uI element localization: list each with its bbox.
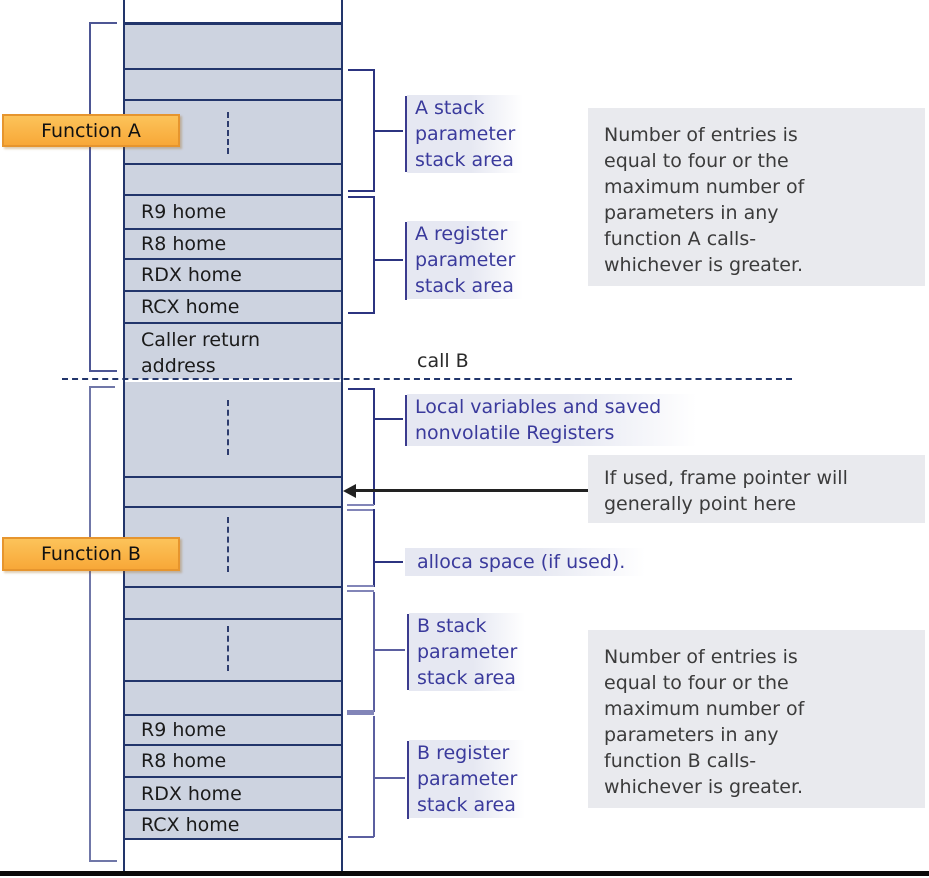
ellipsis-mark — [227, 626, 229, 671]
function-a-bracket — [89, 22, 91, 372]
a-register-bracket — [373, 196, 375, 314]
local-vars-label: Local variables and saved nonvolatile Re… — [407, 394, 697, 446]
frame-pointer-arrow — [352, 489, 588, 492]
b-stack-area-label: B stack parameter stack area — [409, 613, 525, 691]
bracket-break-mark-thick — [347, 710, 374, 715]
stack-cell-rcx-home-a: RCX home — [125, 290, 341, 322]
stack-cell-rdx-home-b: RDX home — [125, 776, 341, 809]
b-register-area-label: B register parameter stack area — [409, 740, 525, 818]
bracket-break-mark — [347, 585, 374, 587]
function-b-bracket — [89, 386, 91, 862]
function-a-bracket-tick — [89, 22, 117, 24]
a-stack-bracket — [373, 69, 375, 192]
stack-cell-local-vars — [125, 382, 341, 476]
function-a-bracket-tick — [89, 370, 117, 372]
stack-cell — [125, 680, 341, 714]
local-vars-bracket-tick — [348, 388, 374, 390]
frame-pointer-note: If used, frame pointer will generally po… — [588, 455, 925, 523]
ellipsis-mark — [227, 112, 229, 154]
entries-note-b: Number of entries is equal to four or th… — [588, 630, 925, 808]
a-register-bracket-mid-tick — [375, 259, 403, 261]
call-boundary-dashed-line — [62, 378, 792, 380]
call-b-label: call B — [417, 350, 469, 372]
a-stack-bracket-tick — [348, 190, 374, 192]
stack-cell — [125, 22, 341, 68]
function-b-label: Function B — [2, 537, 180, 571]
b-register-bracket-tick — [348, 836, 374, 838]
stack-cell — [125, 586, 341, 618]
b-register-bracket — [373, 716, 375, 837]
stack-cell-frame-pointer-target — [125, 476, 341, 506]
a-register-bracket-tick — [348, 312, 374, 314]
bracket-break-mark — [347, 504, 374, 506]
stack-cell-rcx-home-b: RCX home — [125, 809, 341, 840]
a-stack-bracket-tick — [348, 69, 374, 71]
stack-cell-ellipsis — [125, 618, 341, 680]
function-b-bracket-tick — [89, 860, 117, 862]
b-stack-bracket-mid-tick — [375, 649, 405, 651]
local-vars-bracket-mid-tick — [375, 418, 403, 420]
a-stack-area-label: A stack parameter stack area — [407, 95, 523, 173]
ellipsis-mark — [227, 400, 229, 455]
label-bar — [407, 614, 409, 690]
frame-pointer-arrowhead — [343, 484, 356, 498]
a-register-bracket-tick — [348, 196, 374, 198]
label-bar — [405, 395, 407, 446]
stack-cell-r9-home-a: R9 home — [125, 194, 341, 228]
bracket-break-mark — [347, 509, 374, 511]
stack-cell-r8-home-b: R8 home — [125, 744, 341, 776]
b-stack-bracket — [373, 592, 375, 712]
stack-column — [123, 0, 343, 871]
stack-cell — [125, 68, 341, 99]
label-bar — [407, 741, 409, 819]
function-b-bracket-tick — [89, 386, 115, 388]
bracket-break-mark — [347, 590, 374, 592]
stack-cell-rdx-home-a: RDX home — [125, 258, 341, 290]
a-stack-bracket-mid-tick — [375, 130, 403, 132]
stack-cell — [125, 163, 341, 194]
a-register-area-label: A register parameter stack area — [407, 221, 523, 299]
entries-note-a: Number of entries is equal to four or th… — [588, 108, 925, 286]
bottom-border-bar — [0, 871, 929, 876]
alloca-bracket — [373, 509, 375, 587]
ellipsis-mark — [227, 517, 229, 572]
function-a-label: Function A — [2, 114, 180, 147]
alloca-label: alloca space (if used). — [405, 548, 645, 576]
stack-cell-caller-return-address: Caller return address — [125, 322, 341, 379]
stack-cell-r8-home-a: R8 home — [125, 228, 341, 258]
b-register-bracket-mid-tick — [375, 777, 405, 779]
local-vars-bracket — [373, 388, 375, 505]
label-bar — [405, 222, 407, 300]
stack-cell-r9-home-b: R9 home — [125, 714, 341, 744]
alloca-bracket-mid-tick — [375, 561, 403, 563]
label-bar — [405, 96, 407, 172]
